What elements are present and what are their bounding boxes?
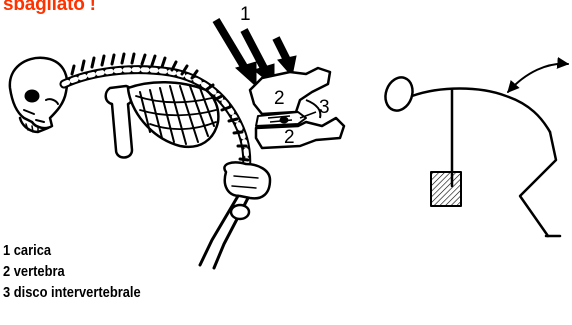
figure-back xyxy=(412,89,550,133)
label-vertebra-lower: 2 xyxy=(284,127,295,148)
bent-skeleton xyxy=(10,54,270,268)
label-load: 1 xyxy=(240,4,251,25)
legend-item-disc: 3 disco intervertebrale xyxy=(3,282,141,303)
label-disc: 3 xyxy=(319,97,330,118)
leg-bones xyxy=(200,196,249,268)
label-vertebra-upper: 2 xyxy=(274,88,285,109)
legend-item-vertebra: 2 vertebra xyxy=(3,261,141,282)
stick-figure xyxy=(381,64,568,236)
bending-arrow xyxy=(508,64,568,92)
skull xyxy=(10,58,67,132)
load-box xyxy=(431,172,461,206)
figure-legs xyxy=(520,132,556,236)
legend-item-load: 1 carica xyxy=(3,240,141,261)
figure-head xyxy=(381,74,417,115)
rib-cage xyxy=(128,82,218,147)
vertebrae-detail xyxy=(250,68,344,148)
pelvis xyxy=(224,162,270,198)
legend: 1 carica 2 vertebra 3 disco intervertebr… xyxy=(3,240,141,303)
